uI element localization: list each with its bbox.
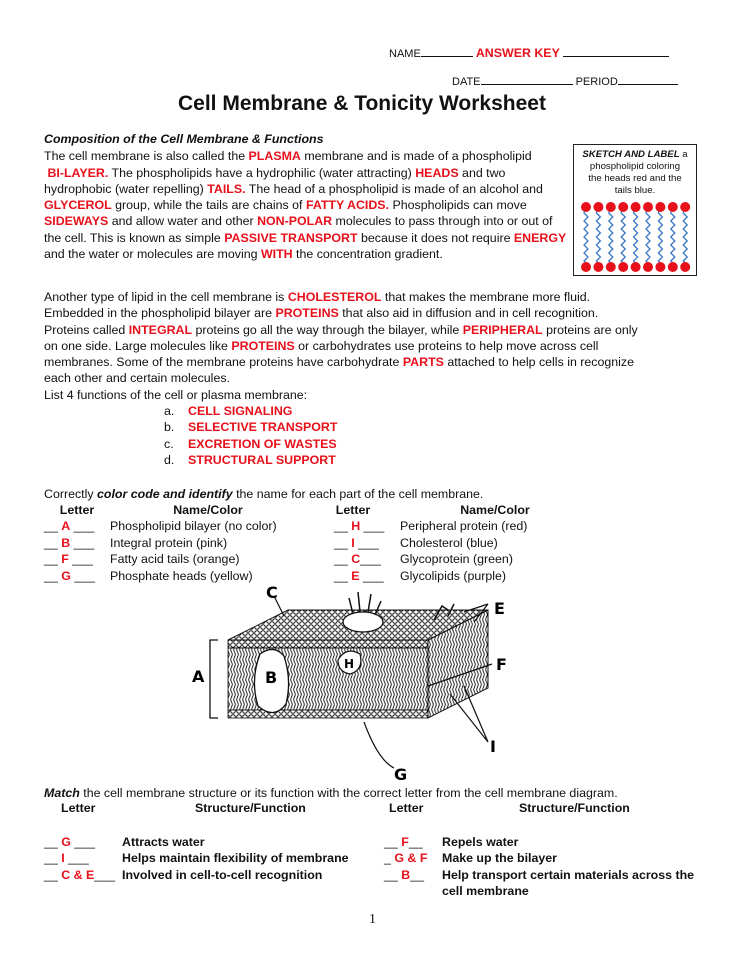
sketch-head: [655, 202, 666, 212]
sketch-tail: [583, 208, 589, 266]
functions-list: a.CELL SIGNALING b.SELECTIVE TRANSPORT c…: [164, 403, 337, 469]
table-row: __ B ___Integral protein (pink) __ I ___…: [44, 535, 498, 550]
page-number: 1: [369, 912, 376, 927]
table-row: __ C & E___Involved in cell-to-cell reco…: [44, 867, 323, 882]
table-row: __ G ___Phosphate heads (yellow) __ E __…: [44, 568, 507, 583]
composition-heading: Composition of the Cell Membrane & Funct…: [44, 132, 324, 146]
sketch-head: [655, 262, 666, 272]
sketch-head: [593, 202, 604, 212]
phospholipid-bilayer-sketch: [581, 202, 691, 272]
sketch-head: [581, 202, 591, 212]
table-row: __ F ___Fatty acid tails (orange) __ C__…: [44, 552, 513, 567]
date-line: DATE PERIOD: [452, 73, 678, 88]
table-row: __ A ___Phospholipid bilayer (no color) …: [44, 519, 528, 534]
name-line: NAME ANSWER KEY: [389, 45, 669, 60]
integral-protein: [253, 648, 290, 714]
lipid-protein-section: Another type of lipid in the cell membra…: [44, 290, 638, 402]
sketch-head: [630, 262, 641, 272]
sketch-tail: [595, 208, 602, 266]
sketch-head: [630, 202, 641, 212]
sketch-head: [581, 262, 591, 272]
sketch-head: [643, 262, 653, 272]
table-row: __ F__Repels water: [384, 835, 519, 849]
list-item: b.SELECTIVE TRANSPORT: [164, 420, 338, 435]
page-title: Cell Membrane & Tonicity Worksheet: [178, 92, 546, 115]
table-row: __ B__Help transport certain materials a…: [384, 867, 695, 882]
name-label: NAME: [389, 48, 421, 60]
sketch-head: [680, 202, 691, 212]
table-row: cell membrane: [442, 884, 529, 899]
period-label: PERIOD: [575, 76, 618, 88]
diagram-label-a: A: [192, 667, 205, 686]
sketch-tail: [607, 208, 614, 266]
diagram-label-e: E: [494, 599, 505, 618]
diagram-label-g: G: [394, 765, 407, 782]
diagram-label-f: F: [496, 655, 507, 674]
list-item: c.EXCRETION OF WASTES: [164, 436, 337, 451]
sketch-head: [593, 262, 604, 272]
sketch-head: [618, 262, 629, 272]
front-heads-lower: [227, 709, 429, 719]
sketch-head: [643, 202, 653, 212]
cell-membrane-diagram: C E F A B H I G: [192, 583, 507, 782]
name-value: ANSWER KEY: [475, 46, 560, 60]
match-table-left: __ G ___Attracts water __ I ___Helps mai…: [44, 834, 349, 883]
sketch-tail: [669, 208, 676, 266]
peripheral-protein: [337, 650, 362, 675]
glycoprotein: [342, 611, 384, 633]
sketch-box: SKETCH AND LABEL a phospholipid coloring…: [573, 144, 697, 276]
match-intro: Match the cell membrane structure or its…: [44, 786, 618, 800]
list-item: d.STRUCTURAL SUPPORT: [164, 453, 336, 468]
sketch-head: [618, 202, 629, 212]
sketch-tail: [632, 208, 639, 266]
diagram-label-i: I: [490, 737, 496, 756]
sketch-head: [667, 262, 678, 272]
membrane-side-face: [427, 609, 489, 719]
sketch-tail: [620, 208, 627, 266]
table-row: __ I ___Helps maintain flexibility of me…: [44, 851, 349, 866]
diagram-label-h: H: [344, 657, 354, 671]
color-code-table: Letter Name/Color Letter Name/Color __ A…: [44, 502, 590, 584]
sketch-head: [605, 202, 616, 212]
diagram-label-c: C: [266, 583, 278, 602]
date-label: DATE: [452, 76, 481, 88]
list-item: a.CELL SIGNALING: [164, 404, 293, 418]
sketch-instructions: SKETCH AND LABEL a phospholipid coloring…: [582, 149, 688, 196]
sketch-tail: [657, 208, 664, 266]
table-row: __ G ___Attracts water: [44, 835, 205, 849]
diagram-label-b: B: [265, 668, 277, 687]
composition-section: Composition of the Cell Membrane & Funct…: [44, 131, 574, 262]
sketch-head: [605, 262, 616, 272]
color-code-intro: Correctly color code and identify the na…: [44, 487, 484, 501]
sketch-tail: [645, 208, 651, 266]
sketch-head: [680, 262, 691, 272]
front-heads-upper: [227, 639, 429, 649]
sketch-head: [667, 202, 678, 212]
sketch-tail: [682, 208, 689, 266]
